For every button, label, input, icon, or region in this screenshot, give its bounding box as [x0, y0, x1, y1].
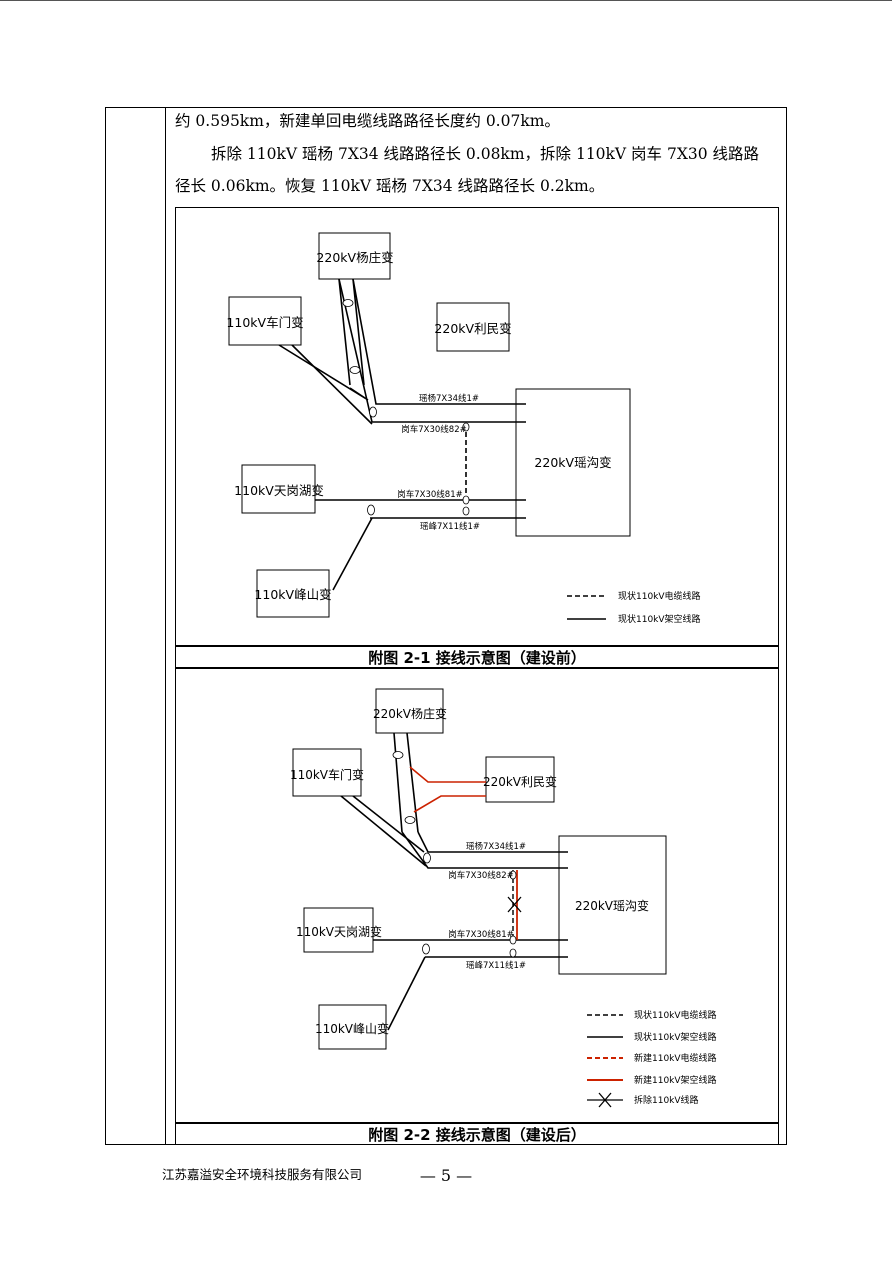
text-line-3: 径长 0.06km。恢复 110kV 瑶杨 7X34 线路路径长 0.2km。 — [175, 177, 605, 195]
overhead-lines — [340, 732, 568, 1031]
station-label: 110kV峰山变 — [254, 587, 331, 602]
legend-label: 现状110kV架空线路 — [634, 1031, 717, 1043]
station-box — [558, 835, 667, 975]
station-label: 220kV利民变 — [434, 321, 511, 336]
station-box — [241, 464, 316, 514]
line-label: 岗车7X30线82# — [448, 870, 514, 881]
legend-label: 拆除110kV线路 — [634, 1094, 699, 1106]
legend-label: 新建110kV架空线路 — [634, 1074, 717, 1086]
station-box — [318, 1004, 387, 1050]
station-label: 220kV杨庄变 — [373, 706, 447, 721]
legend-label: 新建110kV电缆线路 — [634, 1052, 717, 1064]
table-column-divider — [165, 107, 166, 1145]
legend-label: 现状110kV架空线路 — [618, 613, 701, 625]
line-label: 岗车7X30线81# — [448, 929, 514, 940]
station-label: 110kV车门变 — [226, 315, 303, 330]
page-top-rule — [0, 0, 892, 1]
station-label: 220kV瑶沟变 — [534, 455, 611, 470]
station-label: 110kV天岗湖变 — [234, 483, 324, 498]
figure-2-diagram: 220kV杨庄变 110kV车门变 220kV利民变 220kV瑶沟变 110k… — [290, 688, 717, 1108]
legend-label: 现状110kV电缆线路 — [634, 1009, 717, 1021]
overhead-lines — [278, 278, 526, 591]
line-label: 瑶杨7X34线1# — [419, 393, 479, 404]
station-label: 220kV瑶沟变 — [575, 898, 649, 913]
line-label: 岗车7X30线81# — [397, 489, 463, 500]
station-label: 110kV车门变 — [290, 767, 364, 782]
station-box — [292, 748, 362, 797]
figure-1-panel — [175, 207, 779, 646]
text-line-2: 拆除 110kV 瑶杨 7X34 线路路径长 0.08km，拆除 110kV 岗… — [211, 145, 760, 163]
station-box — [375, 688, 444, 734]
figure-2-caption: 附图 2-2 接线示意图（建设后） — [175, 1123, 779, 1145]
station-box — [303, 907, 374, 953]
station-box — [436, 302, 510, 352]
page-number: — 5 — — [419, 1166, 473, 1185]
station-box — [228, 296, 302, 346]
station-label: 220kV利民变 — [483, 774, 557, 789]
legend-label: 现状110kV电缆线路 — [618, 590, 701, 602]
figure-1-diagram: 220kV杨庄变 110kV车门变 220kV利民变 220kV瑶沟变 110k… — [226, 232, 701, 625]
station-box — [485, 756, 555, 803]
text-line-1: 约 0.595km，新建单回电缆线路路径长度约 0.07km。 — [175, 112, 560, 130]
station-label: 110kV峰山变 — [315, 1021, 389, 1036]
station-box — [515, 388, 631, 537]
station-label: 110kV天岗湖变 — [296, 924, 382, 939]
station-label: 220kV杨庄变 — [316, 250, 393, 265]
station-box — [256, 569, 330, 618]
new-overhead-lines — [409, 766, 486, 813]
line-label: 岗车7X30线82# — [401, 424, 467, 435]
removal-mark — [507, 896, 522, 913]
line-label: 瑶杨7X34线1# — [466, 841, 526, 852]
figure-2-panel — [175, 668, 779, 1123]
station-box — [318, 232, 391, 280]
line-label: 瑶峰7X11线1# — [420, 521, 480, 532]
figure-1-caption: 附图 2-1 接线示意图（建设前） — [175, 646, 779, 668]
footer-company: 江苏嘉溢安全环境科技服务有限公司 — [162, 1167, 363, 1182]
line-label: 瑶峰7X11线1# — [466, 960, 526, 971]
